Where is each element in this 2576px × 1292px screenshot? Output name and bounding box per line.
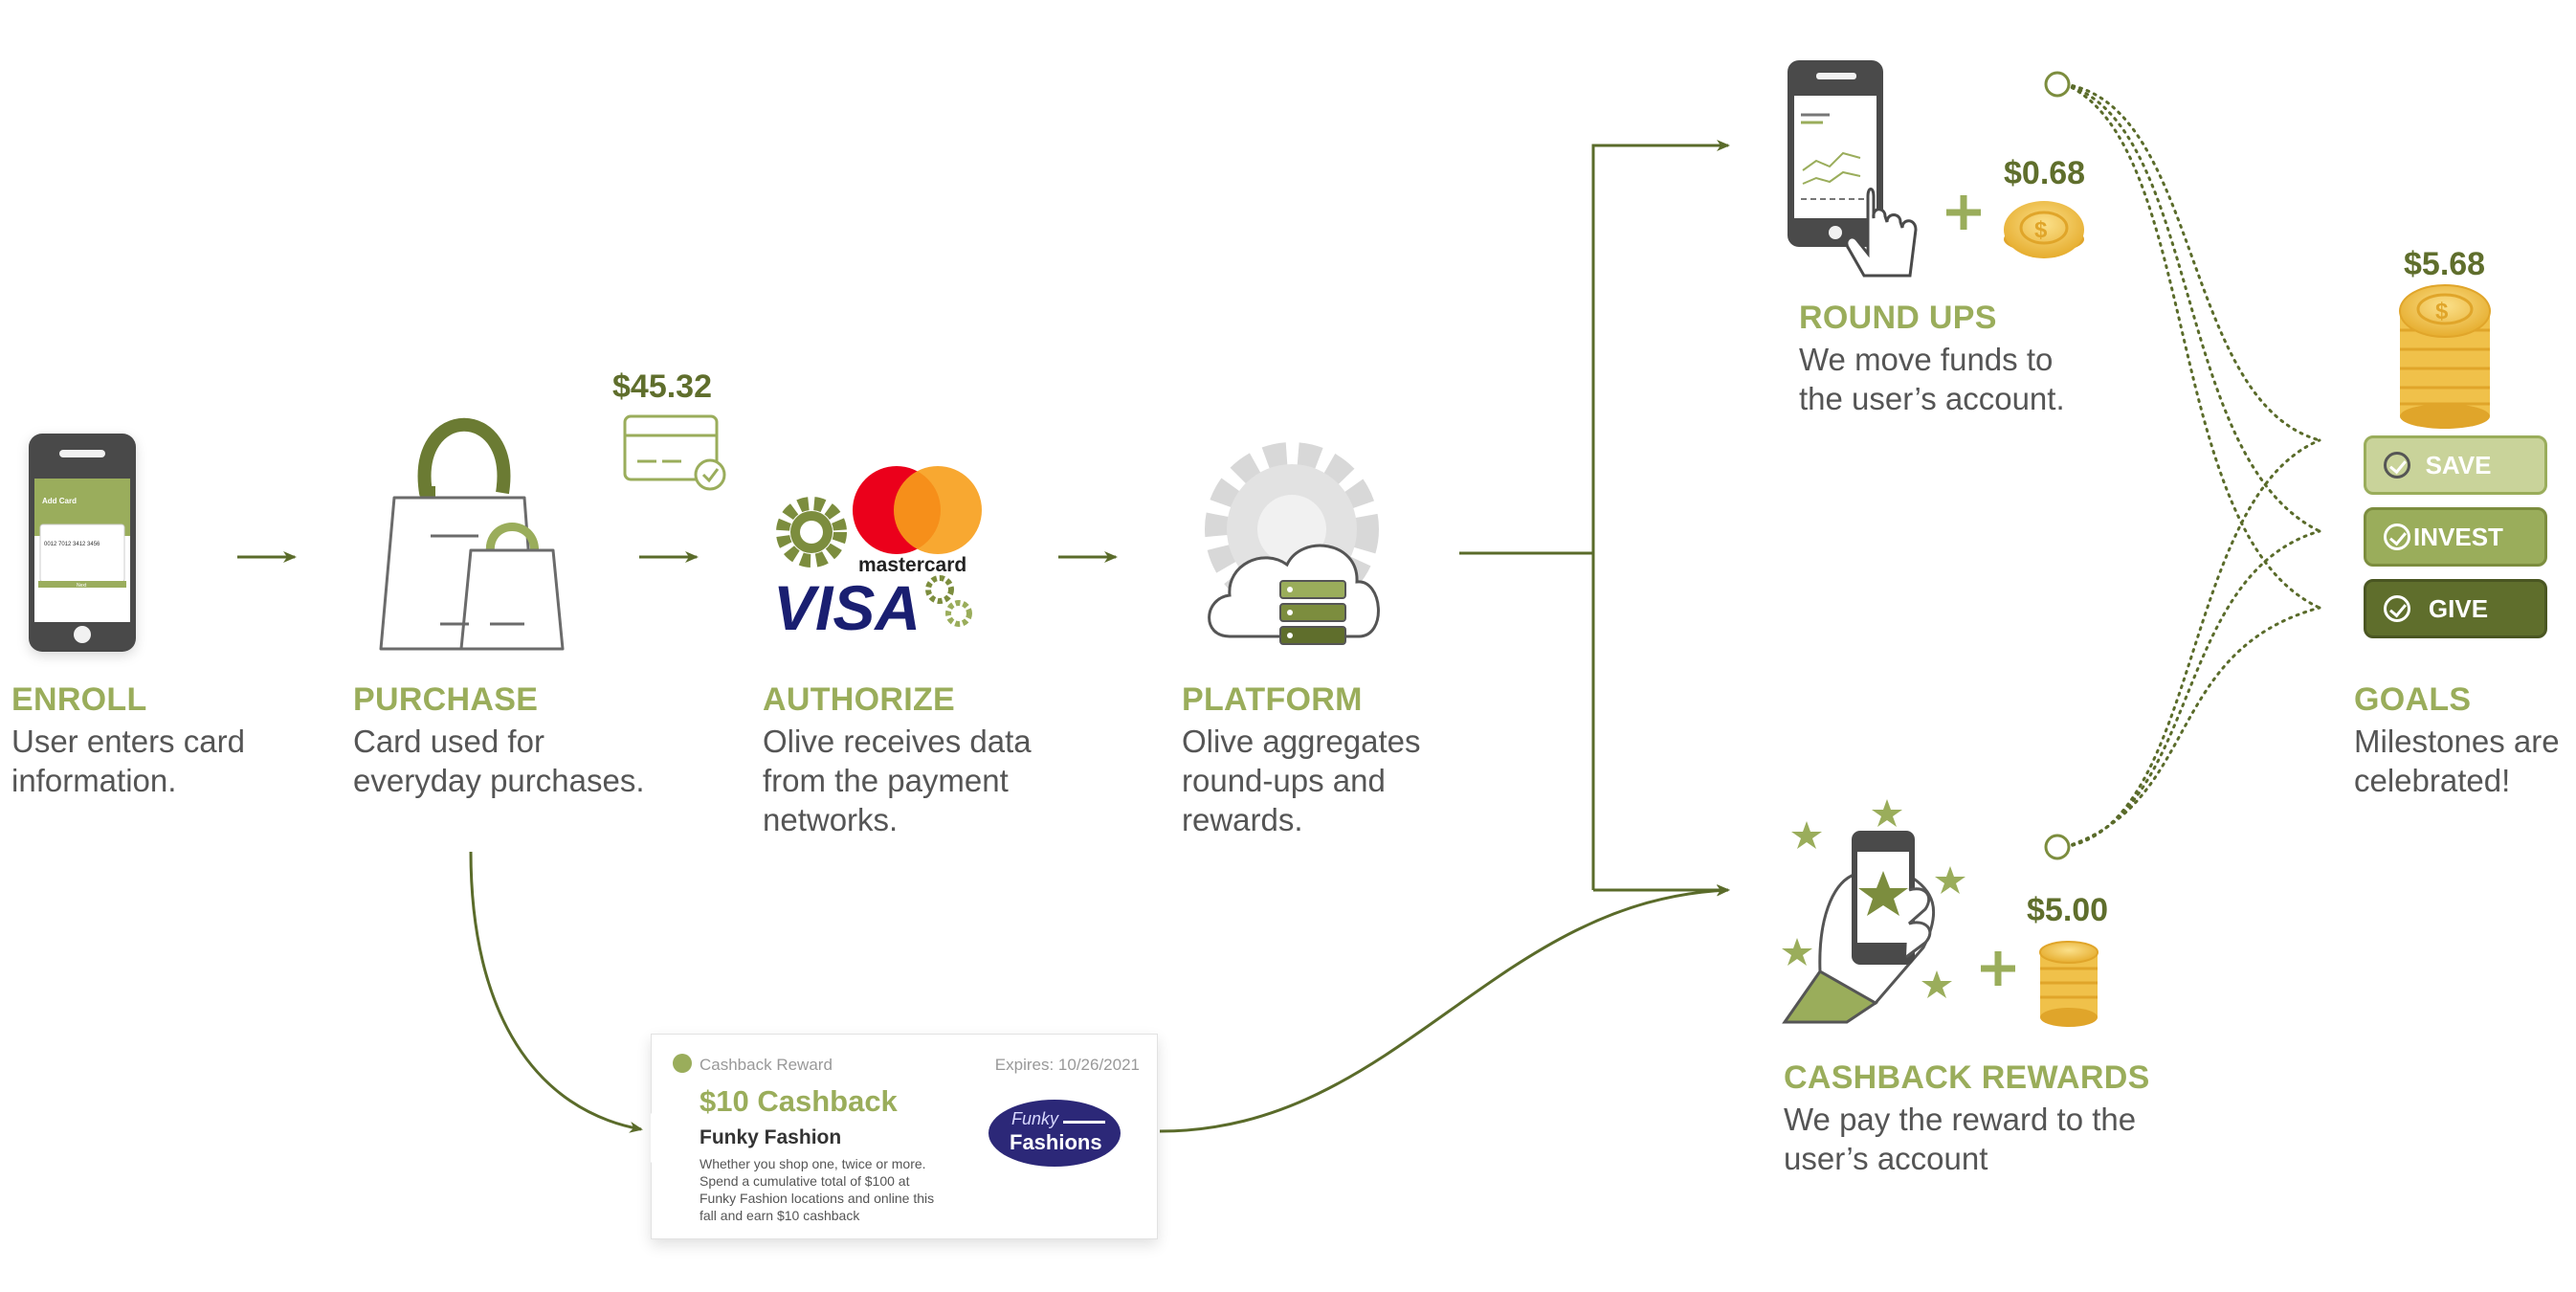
- visa-logo: VISA: [773, 572, 921, 643]
- coin-stack-icon-cashback: [2039, 941, 2099, 1027]
- phone-tap-icon: [1788, 60, 1918, 278]
- platform-description: Olive aggregates round-ups and rewards.: [1182, 722, 1420, 839]
- logo-line2: Fashions: [1010, 1130, 1102, 1154]
- platform-title: PLATFORM: [1182, 681, 1363, 718]
- card-body: Whether you shop one, twice or more. Spe…: [700, 1155, 987, 1224]
- gear-icon: [776, 497, 847, 568]
- plus-icon-roundups: [1946, 195, 1981, 230]
- goal-invest-button[interactable]: INVEST: [2364, 507, 2547, 567]
- merchant-logo: Funky Fashions: [988, 1100, 1121, 1167]
- star-decorations: [1782, 799, 1965, 998]
- phone-add-card-icon: [29, 434, 136, 652]
- goals-desc-line: celebrated!: [2354, 763, 2511, 798]
- authorize-amount: $45.32: [612, 368, 712, 405]
- cloud-server-gear-icon: [1205, 442, 1380, 645]
- authorize-desc-line: from the payment: [763, 763, 1009, 798]
- shopping-bags-icon: [379, 417, 565, 651]
- flow-node-cashback: [2044, 834, 2071, 860]
- platform-desc-line: round-ups and: [1182, 763, 1386, 798]
- coin-stack-icon-goals: $: [2399, 284, 2491, 429]
- mastercard-wordmark: mastercard: [858, 554, 966, 576]
- goal-invest-label: INVEST: [2413, 522, 2503, 551]
- card-headline: $10 Cashback: [700, 1084, 898, 1118]
- roundups-amount: $0.68: [2004, 155, 2086, 191]
- reward-dot-icon: [673, 1054, 692, 1073]
- arrow-purchase-to-cashback-card: [469, 851, 643, 1133]
- cashback-offer-card[interactable]: Cashback Reward Expires: 10/26/2021 $10 …: [651, 1034, 1158, 1239]
- goal-save-label: SAVE: [2425, 450, 2492, 479]
- authorize-description: Olive receives data from the payment net…: [763, 722, 1032, 839]
- dotted-flows-to-goals: [2063, 82, 2321, 849]
- purchase-description: Card used for everyday purchases.: [353, 722, 645, 800]
- card-expiry: Expires: 10/26/2021: [994, 1056, 1140, 1074]
- plus-icon-cashback: [1981, 951, 2015, 986]
- goals-amount: $5.68: [2404, 246, 2486, 282]
- coin-icon: $: [2004, 201, 2084, 258]
- card-body-line: Spend a cumulative total of $100 at: [700, 1173, 910, 1189]
- authorize-desc-line: networks.: [763, 802, 899, 837]
- goals-title: GOALS: [2354, 681, 2472, 718]
- arrow-cashback-card-to-rewards: [1159, 884, 1730, 1133]
- credit-card-check-icon: [623, 414, 726, 491]
- svg-text:$: $: [2034, 217, 2048, 243]
- purchase-desc-line: Card used for: [353, 724, 544, 759]
- card-merchant: Funky Fashion: [700, 1126, 842, 1148]
- connector-platform-branch: [1459, 140, 1730, 896]
- enroll-desc-line: information.: [11, 763, 177, 798]
- platform-desc-line: Olive aggregates: [1182, 724, 1421, 759]
- purchase-desc-line: everyday purchases.: [353, 763, 645, 798]
- check-circle-icon: [2384, 452, 2410, 479]
- logo-bar: [1063, 1121, 1105, 1124]
- check-circle-icon: [2384, 595, 2410, 622]
- phone-screen-card-number: 0012 7012 3412 3456: [44, 542, 100, 547]
- card-body-line: Funky Fashion locations and online this: [700, 1191, 935, 1206]
- mastercard-logo: [853, 466, 982, 554]
- flow-node-roundups: [2044, 71, 2071, 98]
- phone-screen-next-button: Next: [77, 583, 87, 589]
- enroll-title: ENROLL: [11, 681, 147, 718]
- roundups-description: We move funds to the user’s account.: [1799, 340, 2065, 418]
- roundups-desc-line: the user’s account.: [1799, 381, 2065, 416]
- card-tag: Cashback Reward: [700, 1056, 833, 1074]
- cashback-desc-line: user’s account: [1784, 1141, 1988, 1176]
- goals-desc-line: Milestones are: [2354, 724, 2560, 759]
- check-circle-icon: [2384, 523, 2410, 550]
- roundups-desc-line: We move funds to: [1799, 342, 2054, 377]
- cashback-desc-line: We pay the reward to the: [1784, 1102, 2137, 1137]
- card-body-line: fall and earn $10 cashback: [700, 1208, 860, 1223]
- phone-screen-title: Add Card: [42, 497, 77, 505]
- cashback-rewards-description: We pay the reward to the user’s account: [1784, 1100, 2136, 1178]
- logo-line1: Funky: [1011, 1109, 1059, 1128]
- enroll-description: User enters card information.: [11, 722, 245, 800]
- goal-give-label: GIVE: [2428, 593, 2489, 623]
- card-notch: [651, 1113, 676, 1163]
- authorize-desc-line: Olive receives data: [763, 724, 1032, 759]
- small-gears-icon: [925, 575, 972, 627]
- cashback-amount: $5.00: [2027, 892, 2109, 928]
- cashback-rewards-title: CASHBACK REWARDS: [1784, 1059, 2150, 1096]
- goal-give-button[interactable]: GIVE: [2364, 579, 2547, 638]
- purchase-title: PURCHASE: [353, 681, 539, 718]
- hand-phone-star-icon: [1782, 831, 1936, 1024]
- svg-text:$: $: [2435, 299, 2449, 324]
- card-body-line: Whether you shop one, twice or more.: [700, 1156, 926, 1171]
- platform-desc-line: rewards.: [1182, 802, 1303, 837]
- authorize-title: AUTHORIZE: [763, 681, 956, 718]
- roundups-title: ROUND UPS: [1799, 300, 1997, 336]
- enroll-desc-line: User enters card: [11, 724, 245, 759]
- goal-save-button[interactable]: SAVE: [2364, 435, 2547, 495]
- goals-description: Milestones are celebrated!: [2354, 722, 2560, 800]
